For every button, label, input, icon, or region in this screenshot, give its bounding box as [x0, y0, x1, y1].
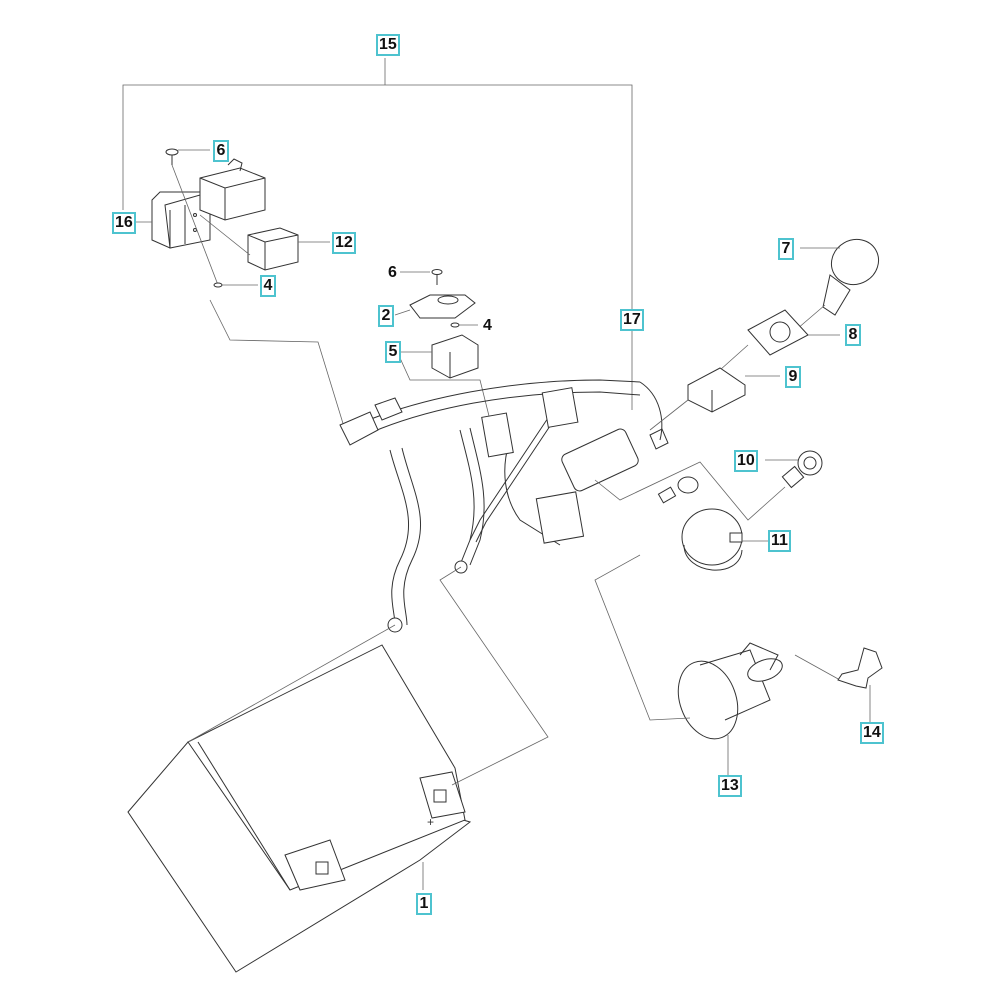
callout-16[interactable]: 16: [112, 212, 136, 234]
callout-1[interactable]: 1: [416, 893, 432, 915]
indicator-lamp-part: [594, 450, 823, 521]
callout-13[interactable]: 13: [718, 775, 742, 797]
callout-5[interactable]: 5: [385, 341, 401, 363]
callout-4[interactable]: 4: [260, 275, 276, 297]
group-bracket-15: [122, 58, 633, 410]
ignition-key-part: [837, 647, 883, 722]
callout-8[interactable]: 8: [845, 324, 861, 346]
relay-module-upper: [199, 158, 266, 221]
callout-11[interactable]: 11: [768, 530, 791, 552]
battery-plus-marking: +: [427, 815, 434, 829]
battery-part: +: [127, 566, 549, 973]
callout-7[interactable]: 7: [778, 238, 794, 260]
switch-knob-part: [789, 238, 880, 336]
callout-15[interactable]: 15: [376, 34, 400, 56]
switch-part: [649, 367, 780, 431]
callout-2[interactable]: 2: [378, 305, 394, 327]
screw-6-top: [165, 148, 346, 431]
relay-holder-part: [135, 191, 211, 249]
wiring-harness-part: [339, 379, 699, 633]
hour-meter-part: [681, 508, 770, 571]
callout-4-unboxed[interactable]: 4: [480, 315, 495, 337]
callout-17[interactable]: 17: [620, 309, 644, 331]
switch-bracket-part: [719, 309, 840, 371]
callout-10[interactable]: 10: [734, 450, 758, 472]
ignition-switch-part: [594, 554, 856, 775]
relay-bracket-part: [394, 269, 491, 421]
callout-14[interactable]: 14: [860, 722, 884, 744]
callout-12[interactable]: 12: [332, 232, 356, 254]
callout-6[interactable]: 6: [213, 140, 229, 162]
callout-9[interactable]: 9: [785, 366, 801, 388]
relay-module-12: [199, 214, 330, 271]
callout-6-unboxed[interactable]: 6: [385, 262, 400, 284]
